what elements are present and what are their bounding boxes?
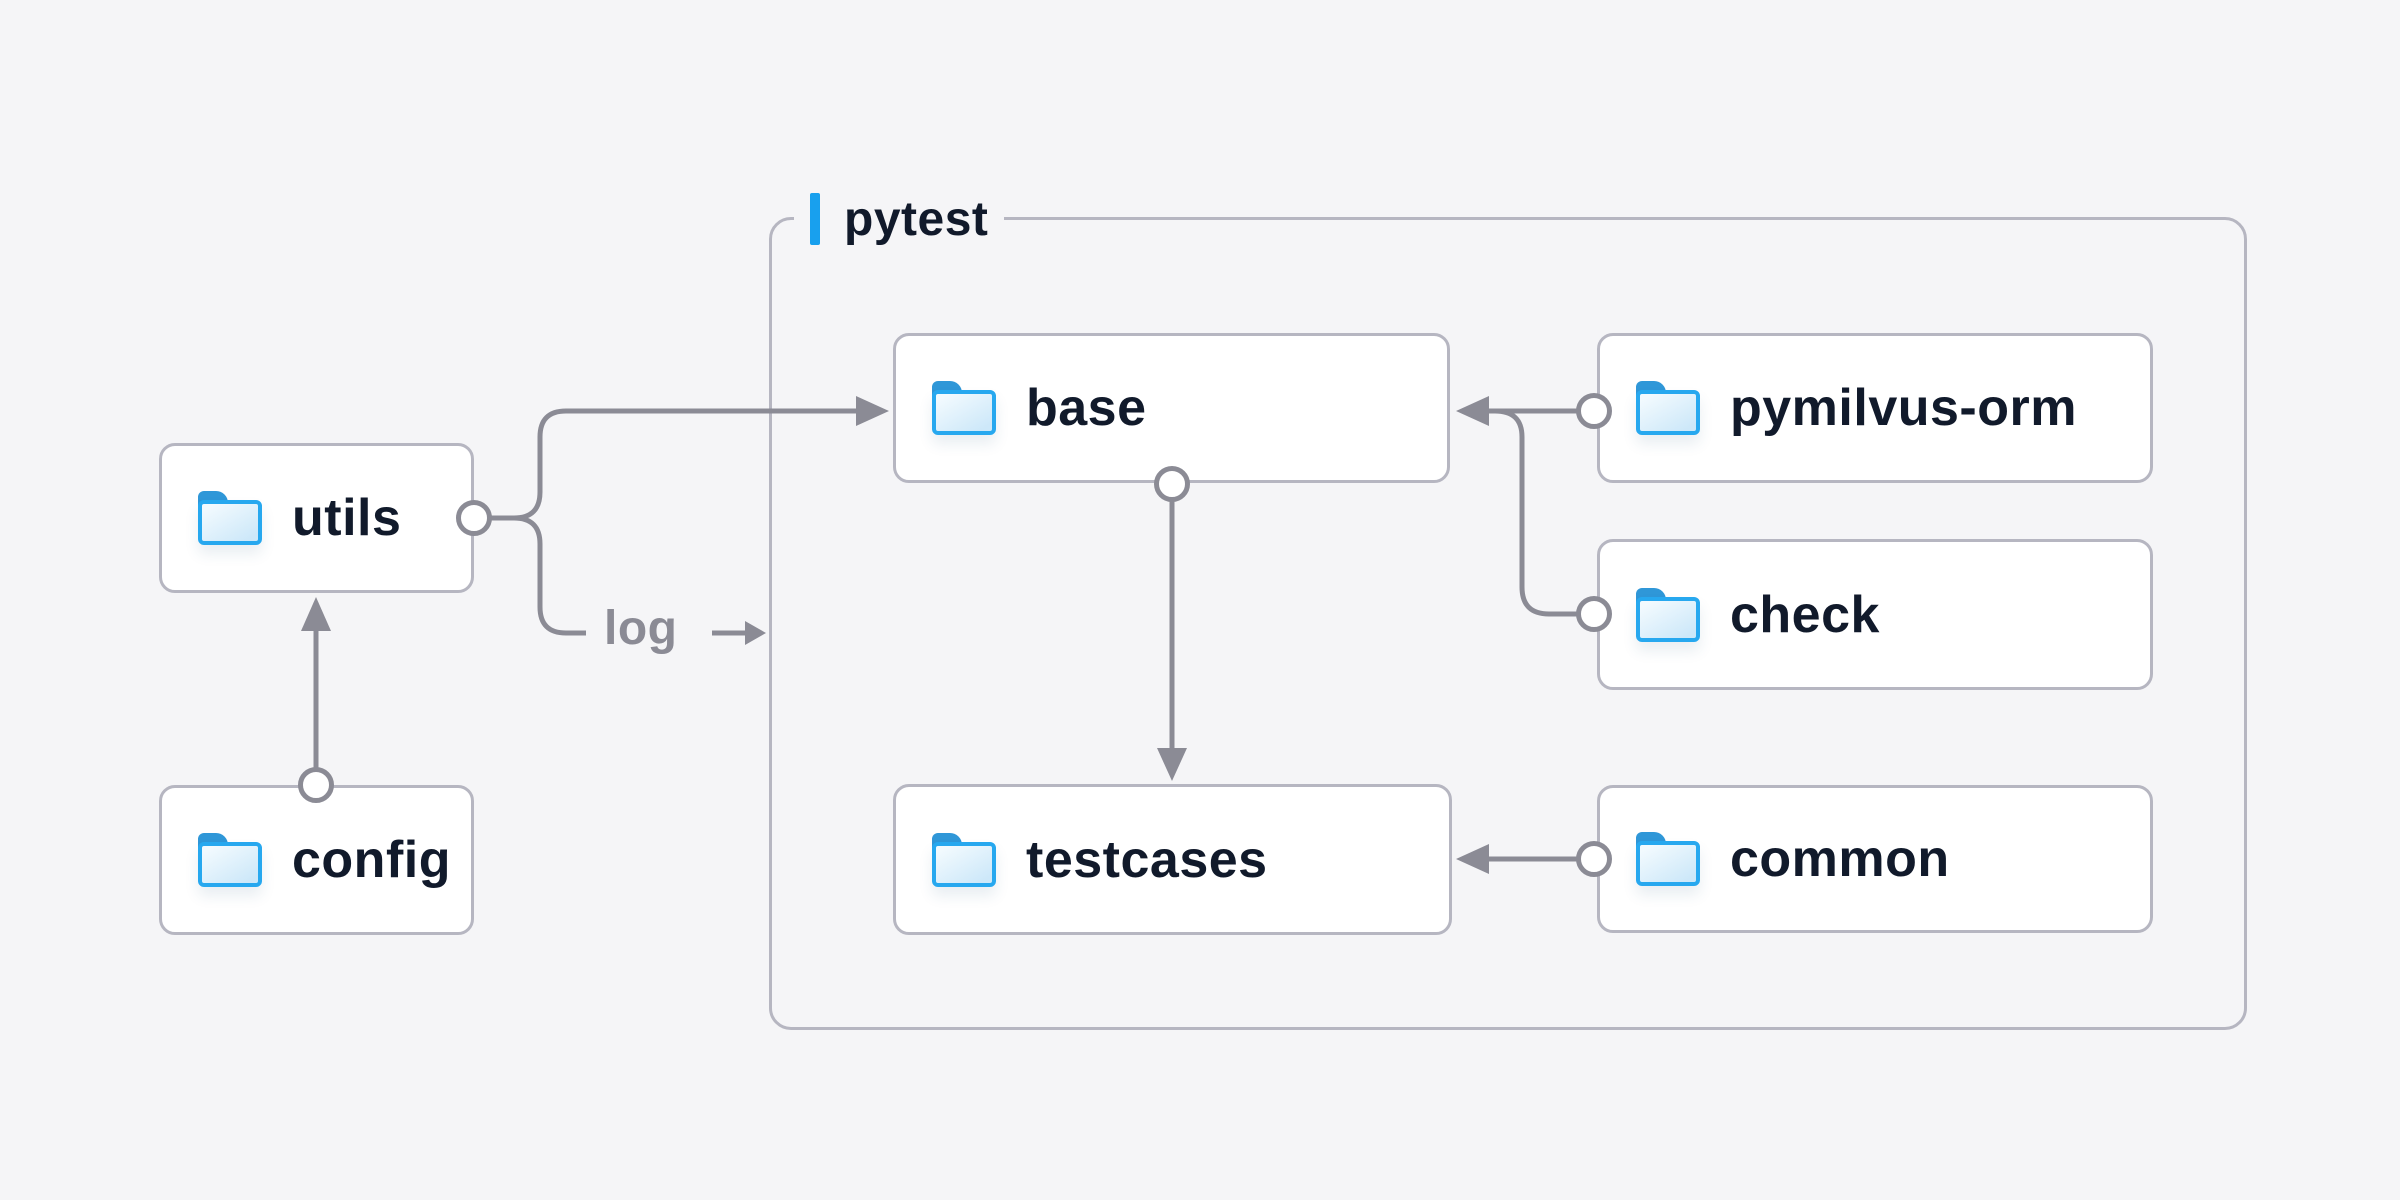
folder-icon [1636, 832, 1700, 886]
group-label-text: pytest [844, 192, 989, 246]
node-label: pymilvus-orm [1730, 379, 2077, 437]
edge-config-utils [298, 597, 334, 803]
node-label: testcases [1026, 830, 1268, 889]
log-annotation-label: log [604, 602, 678, 655]
node-common: common [1597, 785, 2153, 933]
arrowhead-up-icon [301, 597, 331, 631]
node-base: base [893, 333, 1450, 483]
folder-icon [932, 381, 996, 435]
pytest-group-box: pytest [769, 190, 2247, 1030]
folder-icon [932, 832, 996, 887]
pytest-group-label: pytest [794, 190, 1005, 248]
log-arrow-icon [745, 621, 766, 645]
node-label: config [292, 831, 451, 889]
folder-icon [1636, 587, 1700, 642]
node-label: base [1026, 379, 1147, 437]
node-label: check [1730, 585, 1880, 644]
folder-icon [1636, 381, 1700, 435]
folder-icon [198, 491, 262, 545]
node-config: config [159, 785, 474, 935]
node-utils: utils [159, 443, 474, 593]
group-accent-bar [810, 193, 820, 245]
node-testcases: testcases [893, 784, 1452, 935]
node-label: common [1730, 830, 1950, 888]
node-check: check [1597, 539, 2153, 690]
node-pymilvus-orm: pymilvus-orm [1597, 333, 2153, 483]
folder-icon [198, 833, 262, 887]
node-label: utils [292, 489, 402, 547]
